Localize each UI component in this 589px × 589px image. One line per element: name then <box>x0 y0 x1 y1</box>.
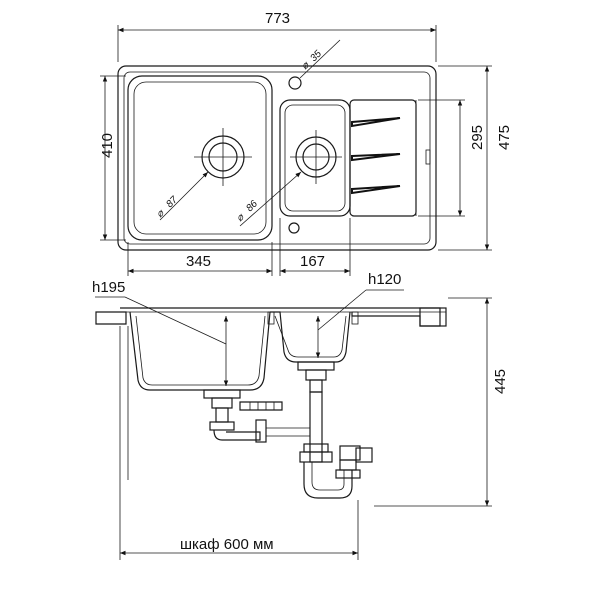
dim-overall-width: 773 <box>265 10 290 27</box>
drainer-board <box>349 99 417 217</box>
outlet-pipe <box>339 445 361 461</box>
overflow-hose <box>239 401 283 411</box>
main-bowl <box>127 75 273 241</box>
tap-hole <box>288 76 302 90</box>
siphon <box>303 462 353 499</box>
main-bowl-inner <box>133 81 267 235</box>
small-bowl-inner <box>284 104 346 212</box>
sink-inner-rim <box>123 71 431 245</box>
drainer-groove-3 <box>351 185 401 195</box>
dim-small-bowl-depth: 295 <box>469 125 486 150</box>
dim-tap-hole: 35 <box>308 48 324 64</box>
dim-drain-main: 87 <box>164 194 180 210</box>
dim-drain-small-symbol: ⌀ <box>234 211 247 224</box>
main-drain-body <box>203 389 241 399</box>
top-view: 773 ⌀ 35 410 295 475 ⌀ 87 ⌀ 86 34 <box>99 10 513 276</box>
drainer-groove-1 <box>351 117 401 128</box>
main-trap <box>213 429 261 441</box>
dim-bowl-depth: 410 <box>99 133 116 158</box>
side-tab <box>425 149 431 165</box>
dim-main-bowl-width: 345 <box>186 253 211 270</box>
countertop-left <box>95 311 127 325</box>
dim-overall-depth: 475 <box>496 125 513 150</box>
dim-drain-small: 86 <box>244 198 260 214</box>
small-bowl <box>279 99 351 217</box>
section-view: h195 h120 445 шкаф 600 мм <box>92 271 509 560</box>
dim-small-bowl-height: h120 <box>368 271 401 288</box>
small-drain-body <box>297 361 335 371</box>
drainboard-end <box>419 307 447 327</box>
dim-cabinet: шкаф 600 мм <box>180 536 274 553</box>
dim-drain-main-symbol: ⌀ <box>154 207 167 220</box>
drainer-groove-2 <box>351 153 401 162</box>
overflow-hole <box>288 222 300 234</box>
main-bowl-section <box>129 311 271 391</box>
dim-small-bowl-width: 167 <box>300 253 325 270</box>
dim-main-bowl-height: h195 <box>92 279 125 296</box>
dim-install-height: 445 <box>492 369 509 394</box>
sink-outer-rim <box>117 65 437 251</box>
